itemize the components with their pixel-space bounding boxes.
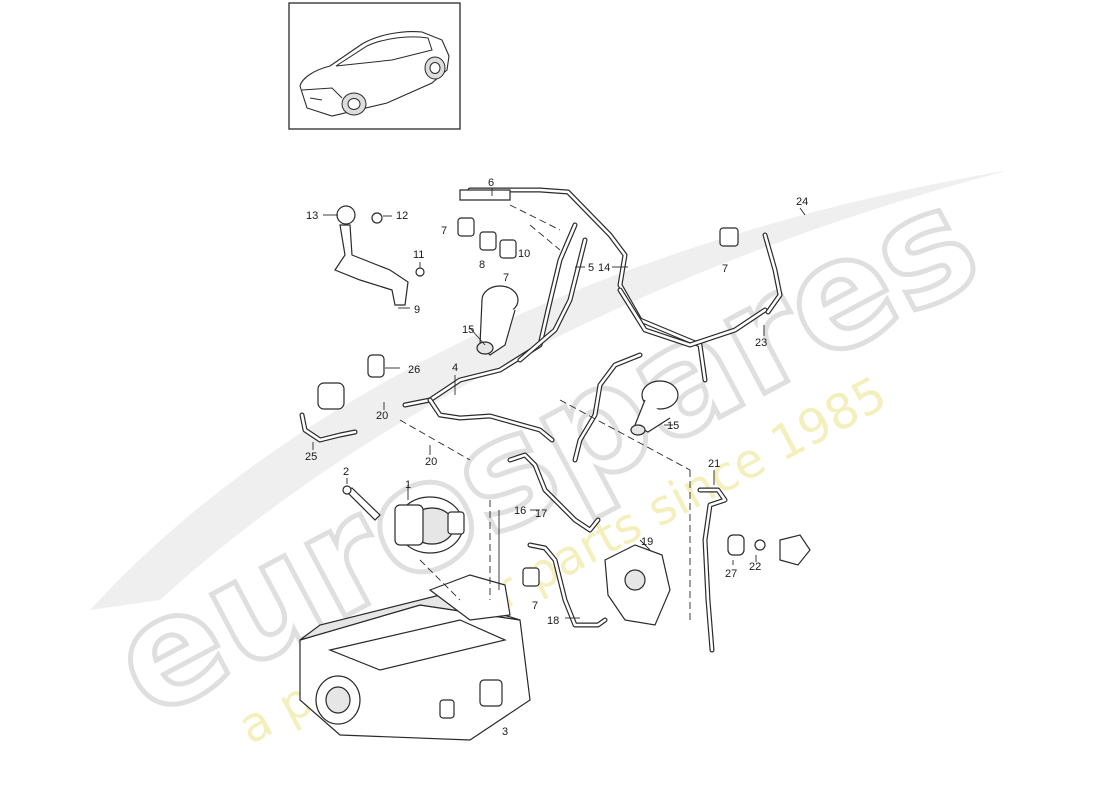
callout-16: 16 xyxy=(514,505,526,517)
callout-3: 3 xyxy=(502,726,508,738)
recirculation-valve-lower xyxy=(630,380,679,436)
watermark-brand: eurospares xyxy=(85,153,1004,752)
callout-9: 9 xyxy=(414,304,420,316)
long-bolt xyxy=(342,485,381,521)
callout-14: 14 xyxy=(598,262,610,274)
callout-7b: 7 xyxy=(503,272,509,284)
callout-5: 5 xyxy=(588,262,594,274)
callout-23: 23 xyxy=(755,337,767,349)
vehicle-thumbnail xyxy=(288,2,461,130)
callout-21: 21 xyxy=(708,458,720,470)
callout-18: 18 xyxy=(547,615,559,627)
callout-13: 13 xyxy=(306,210,318,222)
callout-15a: 15 xyxy=(462,324,474,336)
pressure-sensor xyxy=(317,354,385,410)
callouts: 1 2 3 4 5 6 7 7 7 7 7 8 9 10 11 12 13 14… xyxy=(305,177,808,738)
watermark-swoosh xyxy=(90,170,1010,610)
callout-6: 6 xyxy=(488,177,494,189)
callout-8: 8 xyxy=(479,259,485,271)
callout-1: 1 xyxy=(405,479,411,491)
callout-12: 12 xyxy=(396,210,408,222)
hose-network xyxy=(299,187,783,653)
callout-26: 26 xyxy=(408,364,420,376)
callout-25: 25 xyxy=(305,451,317,463)
callout-15b: 15 xyxy=(667,420,679,432)
car-icon xyxy=(299,31,450,117)
solenoid-valves xyxy=(457,189,739,587)
bracket xyxy=(334,205,425,306)
callout-7d: 7 xyxy=(532,600,538,612)
callout-10: 10 xyxy=(518,248,530,260)
callout-2: 2 xyxy=(343,466,349,478)
guide-lines xyxy=(399,204,691,620)
callout-7a: 7 xyxy=(441,225,447,237)
callout-24: 24 xyxy=(796,196,808,208)
supercharger xyxy=(299,574,531,741)
callout-4: 4 xyxy=(452,362,458,374)
callout-17: 17 xyxy=(535,508,547,520)
callout-20b: 20 xyxy=(425,456,437,468)
callout-19: 19 xyxy=(641,536,653,548)
throttle-body xyxy=(394,496,465,554)
callout-27: 27 xyxy=(725,568,737,580)
watermark: eurospares a passion for parts since 198… xyxy=(83,150,1010,756)
callout-22: 22 xyxy=(749,561,761,573)
callout-7c: 7 xyxy=(722,263,728,275)
leader-lines xyxy=(312,188,806,619)
coolant-pump xyxy=(604,544,671,626)
connector-cap xyxy=(727,534,811,566)
callout-11: 11 xyxy=(413,249,424,261)
callout-20a: 20 xyxy=(376,410,388,422)
recirculation-valve-upper xyxy=(476,285,519,356)
